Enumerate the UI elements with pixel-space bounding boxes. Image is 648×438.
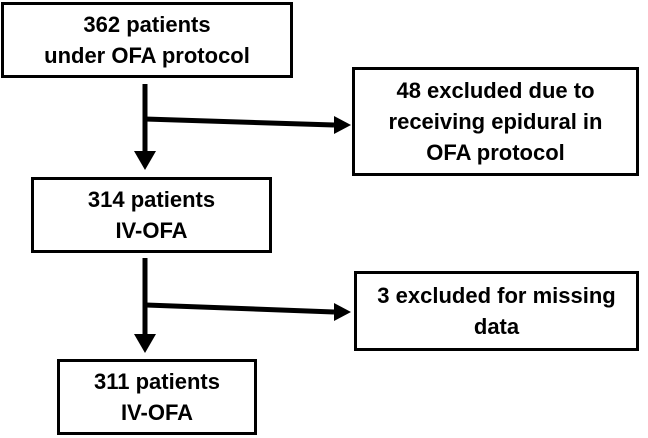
node-enrolled-362: 362 patients under OFA protocol xyxy=(1,2,293,78)
node-iv-ofa-314-line2: IV-OFA xyxy=(115,218,188,243)
node-enrolled-line2: under OFA protocol xyxy=(44,43,250,68)
node-iv-ofa-314-line1: 314 patients xyxy=(87,187,216,212)
node-excluded-epidural-line1: 48 excluded due to xyxy=(396,78,595,103)
node-enrolled-line1: 362 patients xyxy=(83,12,211,37)
arrow-shaft xyxy=(145,302,335,315)
arrow-branch-to-excluded-epidural xyxy=(144,116,351,134)
arrow-shaft xyxy=(144,116,335,128)
arrow-head-right-icon xyxy=(334,303,351,321)
arrow-head-down-icon xyxy=(134,151,156,170)
node-excluded-missing-line1: 3 excluded for missing xyxy=(377,283,616,308)
arrow-head-down-icon xyxy=(134,334,156,353)
arrow-branch-to-excluded-missing xyxy=(145,302,351,321)
node-excluded-missing-3: 3 excluded for missing data xyxy=(354,271,639,351)
node-excluded-epidural-48: 48 excluded due to receiving epidural in… xyxy=(352,67,639,176)
node-iv-ofa-311-line1: 311 patients xyxy=(94,369,220,394)
node-excluded-epidural-line3: OFA protocol xyxy=(426,140,565,165)
node-iv-ofa-311: 311 patients IV-OFA xyxy=(57,359,257,435)
node-excluded-epidural-line2: receiving epidural in xyxy=(388,109,603,134)
arrow-iv314-to-iv311 xyxy=(134,258,156,353)
node-iv-ofa-314: 314 patients IV-OFA xyxy=(31,177,272,253)
arrow-enrolled-to-iv314 xyxy=(134,84,156,170)
node-excluded-missing-line2: data xyxy=(473,314,520,339)
node-iv-ofa-311-line2: IV-OFA xyxy=(120,400,194,425)
arrow-head-right-icon xyxy=(334,116,351,134)
